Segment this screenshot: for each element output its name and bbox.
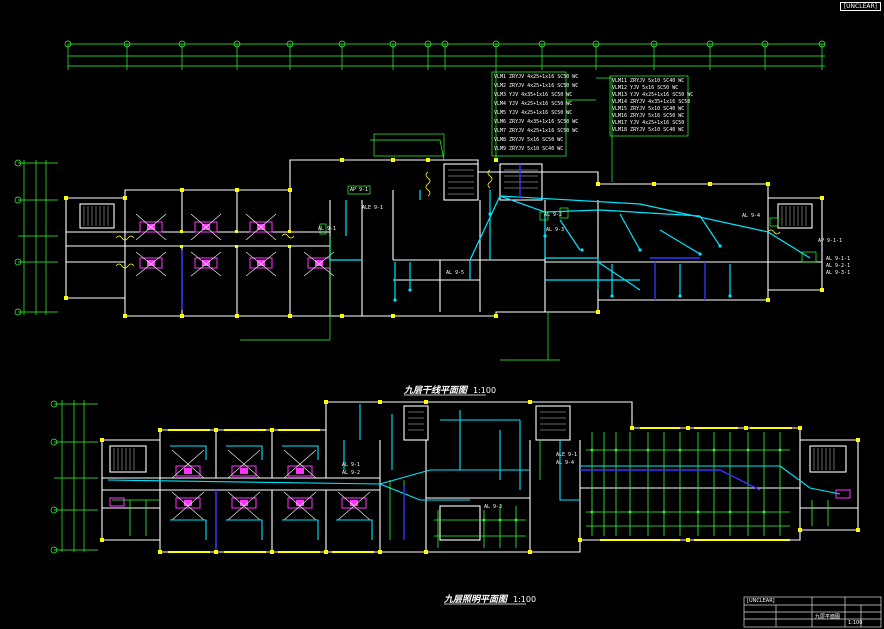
panel-label: ALE 9-1 <box>362 205 384 211</box>
title-block-scale: 1:100 <box>848 620 863 626</box>
upper-plan-scale: 1:100 <box>473 386 497 395</box>
upper-fixtures <box>139 221 331 269</box>
riser-note: VLM8 ZRYJV 5x16 SC50 WC <box>494 137 564 143</box>
upper-stair-hatch <box>83 169 807 226</box>
riser-note: VLM18 ZRYJV 5x10 SC40 WC <box>612 127 685 133</box>
riser-note-frames <box>373 71 689 157</box>
title-block-project: [UNCLEAR] <box>747 598 775 604</box>
upper-plan-title-text: 九层干线平面图 <box>404 386 468 396</box>
riser-note: VLM5 YJV 4x25+1x16 SC50 WC <box>494 110 573 116</box>
upper-plan-title: 九层干线平面图 1:100 <box>404 383 496 396</box>
riser-note: VLM17 YJV 4x25+1x16 SC50 <box>612 120 685 126</box>
panel-label: AP 9-1-1 <box>818 238 843 244</box>
upper-blue-trunk <box>181 164 706 310</box>
riser-note: VLM6 ZRYJV 4x35+1x16 SC50 WC <box>494 119 579 125</box>
lower-fixture-arms <box>171 449 371 521</box>
riser-note: VLM9 ZRYJV 5x10 SC40 WC <box>494 146 564 152</box>
lower-yellow-walls <box>168 427 792 553</box>
panel-label: AL 9-3 <box>484 504 503 510</box>
upper-dots <box>393 212 732 302</box>
lower-fixtures <box>109 465 851 509</box>
panel-label: AL 9-3-1 <box>826 270 851 276</box>
panel-label: AL 9-3 <box>546 227 565 233</box>
axis-bubbles <box>64 40 826 48</box>
riser-note: VLM4 YJV 4x25+1x16 SC50 WC <box>494 101 573 107</box>
panel-label: AL 9-4 <box>742 213 761 219</box>
lower-dots <box>482 448 782 522</box>
riser-note: VLM1 ZRYJV 4x25+1x16 SC50 WC <box>494 74 579 80</box>
drawing-stamp: [UNCLEAR] <box>839 2 881 11</box>
panel-label: AL 9-1 <box>342 462 361 468</box>
panel-label: AL 9-2 <box>342 470 361 476</box>
lower-columns <box>100 400 860 554</box>
riser-note: VLM11 ZRYJV 5x10 SC40 WC <box>612 78 685 84</box>
lower-fixture-fill <box>184 468 358 506</box>
panel-label: AL 9-2 <box>544 212 563 218</box>
left-axis-upper <box>14 159 58 316</box>
upper-green-circuits <box>240 70 817 361</box>
riser-note: VLM2 ZRYJV 4x25+1x16 SC50 WC <box>494 83 579 89</box>
panel-label: AL 9-2-1 <box>826 263 851 269</box>
riser-note: VLM14 ZRYJV 4x35+1x16 SC50 <box>612 99 691 105</box>
upper-coils <box>115 169 781 269</box>
riser-note: VLM12 YJV 5x16 SC50 WC <box>612 85 679 91</box>
riser-note: VLM16 ZRYJV 5x16 SC50 WC <box>612 113 685 119</box>
left-axis-lower <box>50 400 98 554</box>
title-block-frame <box>743 596 882 628</box>
lower-plan-title-text: 九层照明平面图 <box>444 595 508 605</box>
lower-plan-title: 九层照明平面图 1:100 <box>444 592 536 605</box>
lower-blue-trunk <box>215 469 761 550</box>
upper-wiring <box>329 190 811 300</box>
riser-note: VLM13 YJV 4x25+1x16 SC50 WC <box>612 92 694 98</box>
lower-stair-hatch <box>113 411 835 470</box>
panel-label: AL 9-4 <box>556 460 575 466</box>
panel-label: AL 9-1-1 <box>826 256 851 262</box>
top-axis-grid <box>67 43 825 70</box>
panel-label: AL 9-5 <box>446 270 465 276</box>
panel-label: AP 9-1 <box>350 187 369 193</box>
upper-fixture-arms <box>135 213 335 277</box>
riser-note: VLM7 ZRYJV 4x25+1x16 SC50 WC <box>494 128 579 134</box>
lower-plan-scale: 1:100 <box>513 595 537 604</box>
panel-label: AL 9-1 <box>318 226 337 232</box>
panel-label: ALE 9-1 <box>556 452 578 458</box>
riser-note: VLM15 ZRYJV 5x10 SC40 WC <box>612 106 685 112</box>
riser-note: VLM3 YJV 4x35+1x16 SC50 WC <box>494 92 573 98</box>
title-block-drawing: 九层平面图 <box>815 614 841 620</box>
